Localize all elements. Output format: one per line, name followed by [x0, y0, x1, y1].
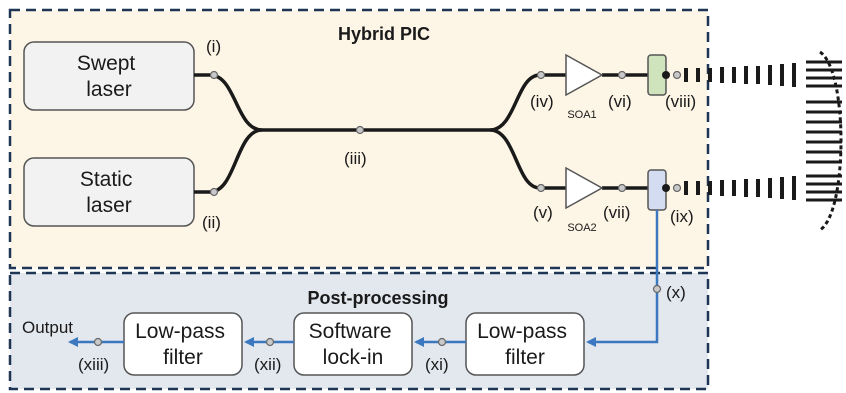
soa1-amplifier — [565, 53, 604, 97]
point-ii-label: (ii) — [202, 213, 221, 232]
lowpass-filter-left-label: Low-pass filter — [135, 320, 231, 369]
point-vi-label: (vi) — [608, 92, 632, 111]
free-space-beams — [684, 63, 796, 200]
point-xiii-label: (xiii) — [78, 355, 109, 374]
point-x-label: (x) — [666, 283, 686, 302]
software-lockin-box — [293, 312, 413, 376]
point-vii-label: (vii) — [603, 203, 630, 222]
soa2-amplifier — [565, 166, 604, 210]
lowpass-filter-left-box — [123, 312, 243, 376]
point-ix-label: (ix) — [670, 207, 694, 226]
lowpass-filter-right-box — [465, 312, 585, 376]
lowpass-filter-right-label: Low-pass filter — [477, 320, 573, 369]
test-point-markers — [93, 70, 682, 347]
point-i-label: (i) — [206, 37, 221, 56]
bottom-coupler-emitter — [662, 184, 670, 192]
test-point-labels: (i) (ii) (iii) (iv) (v) (vi) (vii) (viii… — [78, 37, 696, 374]
hybrid-pic-title: Hybrid PIC — [338, 24, 430, 44]
point-xii-label: (xii) — [254, 355, 281, 374]
point-xi-label: (xi) — [425, 355, 449, 374]
static-laser-label: Static laser — [80, 168, 138, 217]
point-viii-label: (viii) — [665, 92, 696, 111]
point-v-label: (v) — [533, 203, 553, 222]
output-label: Output — [22, 318, 73, 337]
point-iv-label: (iv) — [530, 92, 554, 111]
soa1-label: SOA1 — [567, 109, 596, 121]
top-coupler-emitter — [662, 71, 670, 79]
swept-laser-label: Swept laser — [77, 52, 141, 101]
software-lockin-label: Software lock-in — [309, 320, 398, 369]
soa2-label: SOA2 — [567, 222, 596, 234]
target-reflector — [806, 50, 843, 232]
point-iii-label: (iii) — [344, 149, 367, 168]
post-processing-title: Post-processing — [307, 288, 448, 308]
